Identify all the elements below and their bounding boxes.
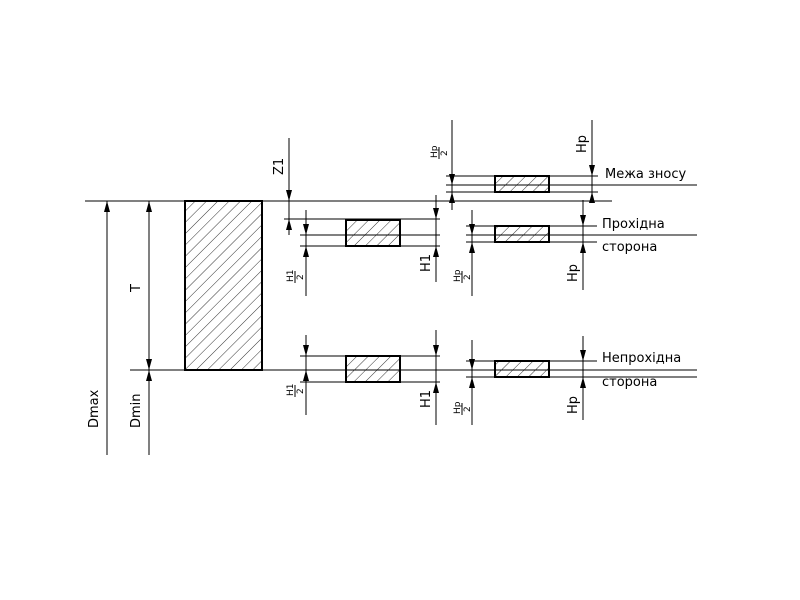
- go-control-zone: [494, 225, 550, 243]
- nogo-gauge-group: H1 2 H1: [286, 330, 440, 425]
- go-side-label-1: Прохідна: [602, 217, 665, 232]
- wear-hp-half-label: Hp 2: [430, 145, 450, 159]
- svg-text:2: 2: [296, 274, 306, 280]
- go-hp-label: Hp: [566, 264, 581, 282]
- nogo-hp-half-label: Hp 2: [453, 401, 473, 415]
- nogo-control-zone: [494, 360, 550, 378]
- nogo-side-label-1: Непрохідна: [602, 351, 681, 366]
- wear-hp-label: Hp: [575, 135, 590, 153]
- t-label: T: [129, 284, 144, 293]
- svg-text:H1: H1: [286, 384, 296, 397]
- svg-text:Hp: Hp: [453, 269, 463, 282]
- svg-text:2: 2: [463, 406, 473, 412]
- svg-text:2: 2: [463, 274, 473, 280]
- go-h1-half-label: H1 2: [286, 270, 306, 283]
- hole-tolerance-zone: [184, 200, 263, 371]
- svg-text:Hp: Hp: [430, 145, 440, 158]
- wear-limit-label: Межа зносу: [605, 167, 687, 182]
- go-hp-half-label: Hp 2: [453, 269, 473, 283]
- z1-dimension: Z1: [272, 138, 300, 235]
- go-gauge-group: H1 2 H1: [286, 195, 440, 296]
- svg-text:Hp: Hp: [453, 401, 463, 414]
- dmin-label: Dmin: [129, 393, 144, 428]
- svg-text:2: 2: [296, 388, 306, 394]
- go-h1-label: H1: [419, 254, 434, 272]
- go-gauge-zone: [345, 219, 401, 247]
- wear-limit-zone: [494, 175, 550, 193]
- wear-limit-group: Hp 2 Hp Межа зносу: [430, 120, 697, 210]
- svg-text:2: 2: [440, 150, 450, 156]
- svg-text:H1: H1: [286, 270, 296, 283]
- z1-label: Z1: [272, 158, 287, 175]
- go-side-label-2: сторона: [602, 240, 657, 255]
- go-control-group: Hp 2 Hp Прохідна сторона: [453, 200, 697, 296]
- nogo-control-group: Hp 2 Hp Непрохідна сторона: [453, 336, 697, 425]
- nogo-side-label-2: сторона: [602, 375, 657, 390]
- nogo-hp-label: Hp: [566, 396, 581, 414]
- t-dimension: T: [129, 201, 152, 370]
- dmin-dimension: Dmin: [129, 370, 152, 455]
- nogo-gauge-zone: [345, 355, 401, 383]
- nogo-h1-half-label: H1 2: [286, 384, 306, 397]
- nogo-h1-label: H1: [419, 390, 434, 408]
- dmax-label: Dmax: [87, 389, 102, 428]
- dmax-dimension: Dmax: [87, 201, 110, 455]
